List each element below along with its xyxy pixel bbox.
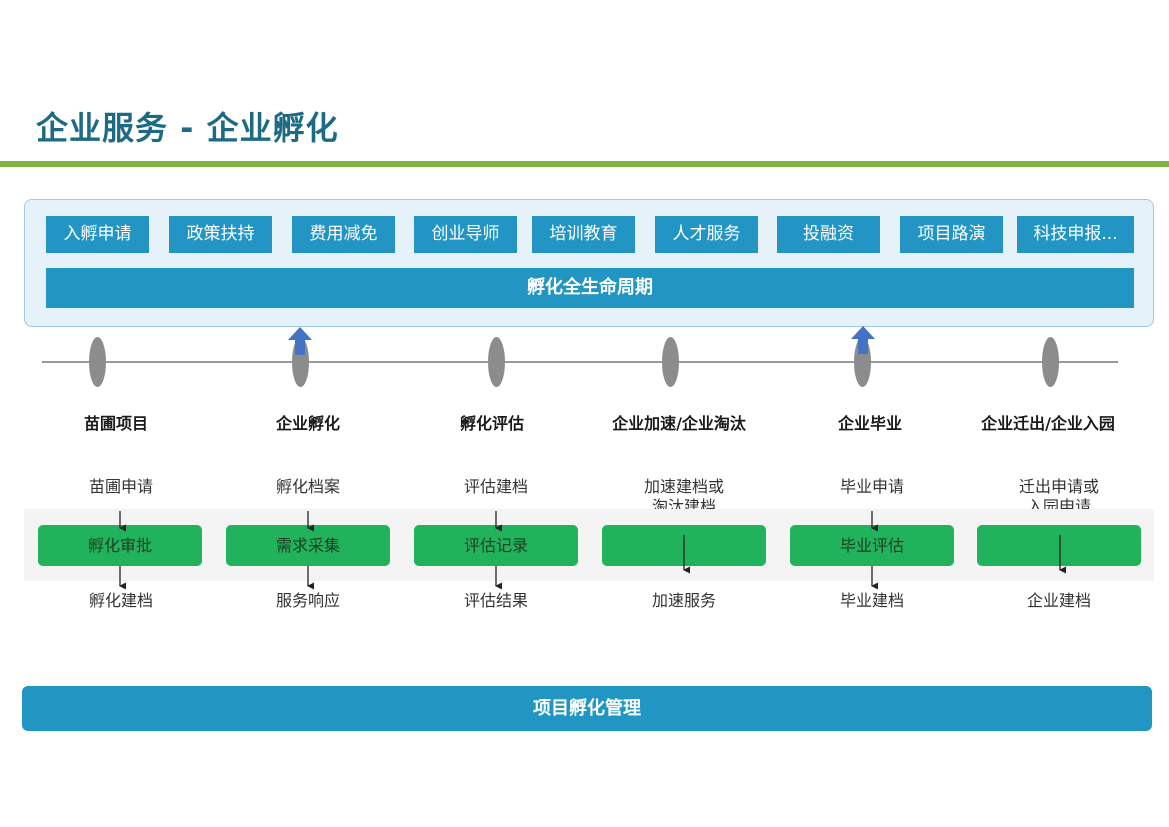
- stage-title-nursery: 苗圃项目: [83, 414, 148, 433]
- timeline-node-4: [662, 337, 679, 387]
- step-top-3: 评估建档: [463, 477, 528, 496]
- process-box-2: 需求采集: [226, 525, 390, 566]
- lifecycle-bar: 孵化全生命周期: [46, 268, 1134, 308]
- process-box-3: 评估记录: [414, 525, 578, 566]
- step-bottom-6: 企业建档: [1026, 591, 1091, 610]
- service-item-tech-declaration[interactable]: 科技申报...: [1017, 216, 1134, 253]
- stage-title-evaluation: 孵化评估: [459, 414, 524, 433]
- service-item-policy-support[interactable]: 政策扶持: [169, 216, 272, 253]
- timeline-node-3: [488, 337, 505, 387]
- step-bottom-2: 服务响应: [275, 591, 340, 610]
- step-bottom-1: 孵化建档: [88, 591, 153, 610]
- process-box-5: 毕业评估: [790, 525, 954, 566]
- service-item-fee-reduction[interactable]: 费用减免: [292, 216, 395, 253]
- step-top-2: 孵化档案: [275, 477, 340, 496]
- title-divider: [0, 161, 1169, 167]
- step-top-5: 毕业申请: [839, 477, 904, 496]
- page-title: 企业服务 - 企业孵化: [36, 109, 339, 147]
- service-item-roadshow[interactable]: 项目路演: [900, 216, 1003, 253]
- service-item-talent[interactable]: 人才服务: [655, 216, 758, 253]
- stage-title-incubation: 企业孵化: [275, 414, 340, 433]
- process-box-1: 孵化审批: [38, 525, 202, 566]
- timeline-line: [42, 361, 1118, 363]
- up-arrow-icon: [288, 327, 312, 355]
- timeline-node-6: [1042, 337, 1059, 387]
- step-bottom-5: 毕业建档: [839, 591, 904, 610]
- step-bottom-3: 评估结果: [463, 591, 528, 610]
- process-band: [24, 509, 1154, 581]
- project-management-bar: 项目孵化管理: [22, 686, 1152, 731]
- step-top-4a: 加速建档或: [643, 477, 724, 496]
- stage-title-acceleration: 企业加速/企业淘汰: [612, 414, 746, 433]
- service-item-mentor[interactable]: 创业导师: [414, 216, 517, 253]
- timeline-node-1: [89, 337, 106, 387]
- step-top-6a: 迁出申请或: [1018, 477, 1099, 496]
- step-top-1: 苗圃申请: [88, 477, 153, 496]
- service-item-incubation-application[interactable]: 入孵申请: [46, 216, 149, 253]
- service-item-investment[interactable]: 投融资: [777, 216, 880, 253]
- process-box-6: [977, 525, 1141, 566]
- stage-title-relocation: 企业迁出/企业入园: [981, 414, 1115, 433]
- service-item-training[interactable]: 培训教育: [532, 216, 635, 253]
- step-bottom-4: 加速服务: [651, 591, 716, 610]
- up-arrow-icon: [851, 326, 875, 354]
- stage-title-graduation: 企业毕业: [837, 414, 902, 433]
